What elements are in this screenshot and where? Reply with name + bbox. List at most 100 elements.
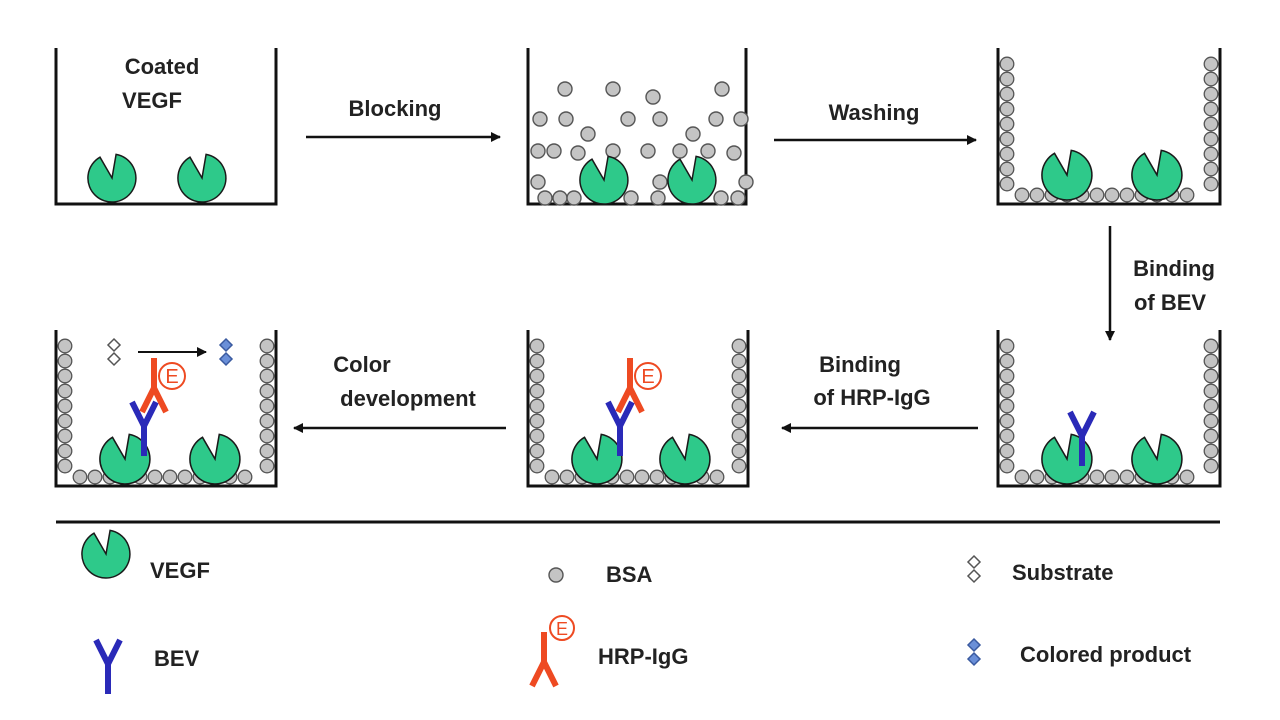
bsa-icon [57,383,73,399]
washing-label: Washing [829,100,920,125]
bsa-icon [999,71,1015,87]
svg-text:E: E [165,366,178,388]
bsa-icon [147,469,163,485]
bsa-icon [1089,469,1105,485]
bsa-icon [999,101,1015,117]
bsa-icon [529,338,545,354]
binding-bev-label-line1: Binding [1133,256,1215,281]
bsa-icon [1104,187,1120,203]
colored-product-icon [219,338,233,366]
bsa-icon [529,383,545,399]
bsa-icon [57,413,73,429]
vegf-icon [87,153,137,203]
bsa-icon [559,469,575,485]
vegf-icon [579,155,629,205]
bsa-icon [1203,428,1219,444]
bsa-icon [1089,187,1105,203]
bsa-icon [999,176,1015,192]
bsa-icon [177,469,193,485]
bsa-icon [999,146,1015,162]
bsa-icon [709,469,725,485]
arrow-binding-bev: Binding of BEV [1105,226,1215,341]
bsa-icon [1203,86,1219,102]
bsa-icon [731,413,747,429]
bsa-icon [999,353,1015,369]
bsa-icon [1203,161,1219,177]
legend: VEGF BSA Substrate BEV E HRP-IgG Colored… [81,529,1192,694]
bsa-icon [731,458,747,474]
vegf-icon [1131,149,1183,201]
legend-hrp-igg-label: HRP-IgG [598,644,688,669]
bsa-icon [999,131,1015,147]
bsa-icon [1014,469,1030,485]
bsa-icon [731,368,747,384]
well-washed [996,48,1222,206]
bsa-icon [649,469,665,485]
bsa-icon [529,428,545,444]
bsa-icon [1014,187,1030,203]
bsa-icon [529,413,545,429]
arrow-color-development: Color development [293,352,506,433]
binding-hrp-label-line1: Binding [819,352,901,377]
bsa-icon [999,338,1015,354]
bsa-icon [1203,116,1219,132]
bsa-icon [999,161,1015,177]
bsa-coating [999,56,1219,203]
bsa-icon [72,469,88,485]
bsa-icon [619,469,635,485]
bsa-icon [999,56,1015,72]
bsa-icon [1104,469,1120,485]
bsa-icon [259,383,275,399]
legend-substrate-label: Substrate [1012,560,1113,585]
well-bev-bound [996,330,1222,488]
bsa-icon [57,353,73,369]
vegf-icon [1131,433,1183,485]
bsa-icon [57,458,73,474]
bsa-icon [1203,413,1219,429]
legend-colored-product-icon [967,638,981,666]
bsa-icon [999,443,1015,459]
legend-bev-label: BEV [154,646,200,671]
bsa-scatter [530,81,754,206]
bsa-icon [634,469,650,485]
bsa-icon [731,383,747,399]
bsa-icon [999,428,1015,444]
svg-text:E: E [556,619,568,639]
bsa-icon [1119,187,1135,203]
bsa-icon [1203,101,1219,117]
color-dev-label-line1: Color [333,352,391,377]
well-color-development: E [54,330,278,488]
coated-label-line2: VEGF [122,88,182,113]
bsa-icon [1203,56,1219,72]
bsa-icon [544,469,560,485]
legend-bsa-icon [548,567,564,583]
well-hrp-bound: E [526,330,750,488]
bsa-icon [57,368,73,384]
enzyme-icon: E [158,362,186,390]
legend-enzyme-icon: E [549,615,575,641]
vegf-icon [1041,149,1093,201]
bsa-icon [259,413,275,429]
bsa-icon [1179,187,1195,203]
bsa-icon [731,443,747,459]
bsa-icon [57,398,73,414]
bsa-icon [259,458,275,474]
bsa-icon [57,428,73,444]
bsa-icon [731,353,747,369]
bsa-icon [1203,458,1219,474]
bsa-icon [731,398,747,414]
vegf-icon [659,433,711,485]
bsa-icon [259,428,275,444]
bsa-icon [999,413,1015,429]
bsa-icon [57,338,73,354]
enzyme-icon: E [634,362,662,390]
well-coated: Coated VEGF [54,48,278,206]
bsa-icon [1203,383,1219,399]
svg-text:E: E [641,366,654,388]
legend-colored-product-label: Colored product [1020,642,1192,667]
bsa-icon [1119,469,1135,485]
vegf-icon [667,155,717,205]
bsa-icon [999,458,1015,474]
bsa-icon [1203,368,1219,384]
arrow-blocking: Blocking [306,96,501,142]
